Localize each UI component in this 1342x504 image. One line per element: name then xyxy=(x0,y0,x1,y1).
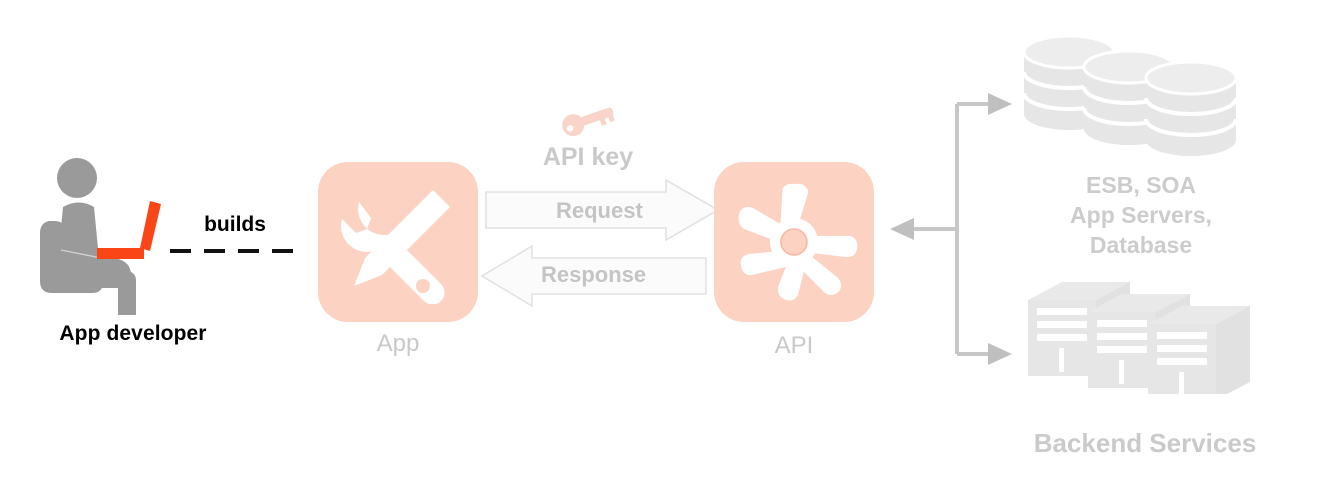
backend-services-label: Backend Services xyxy=(1033,428,1257,458)
developer-icon xyxy=(30,155,190,333)
backend-stack-label: ESB, SOA App Servers, Database xyxy=(1010,170,1272,260)
database-cylinders-icon xyxy=(1012,32,1262,162)
api-label: API xyxy=(774,332,814,359)
builds-dashed-line xyxy=(168,243,303,253)
key-icon xyxy=(558,100,618,138)
request-arrow xyxy=(484,178,720,242)
backend-stack-line-1: ESB, SOA xyxy=(1086,172,1196,198)
backend-stack-line-2: App Servers, xyxy=(1070,202,1212,228)
app-label: App xyxy=(376,330,420,357)
builds-label: builds xyxy=(204,213,266,236)
wrench-and-pencil-tools-icon xyxy=(336,180,460,305)
backend-connectors xyxy=(886,90,1026,370)
api-starburst-icon xyxy=(730,178,858,306)
server-racks-icon xyxy=(1026,282,1266,400)
developer-label: App developer xyxy=(59,322,207,345)
backend-stack-line-3: Database xyxy=(1089,232,1193,258)
response-label: Response xyxy=(541,262,647,287)
api-key-label: API key xyxy=(542,143,634,171)
response-arrow xyxy=(480,244,708,308)
request-label: Request xyxy=(556,198,643,223)
